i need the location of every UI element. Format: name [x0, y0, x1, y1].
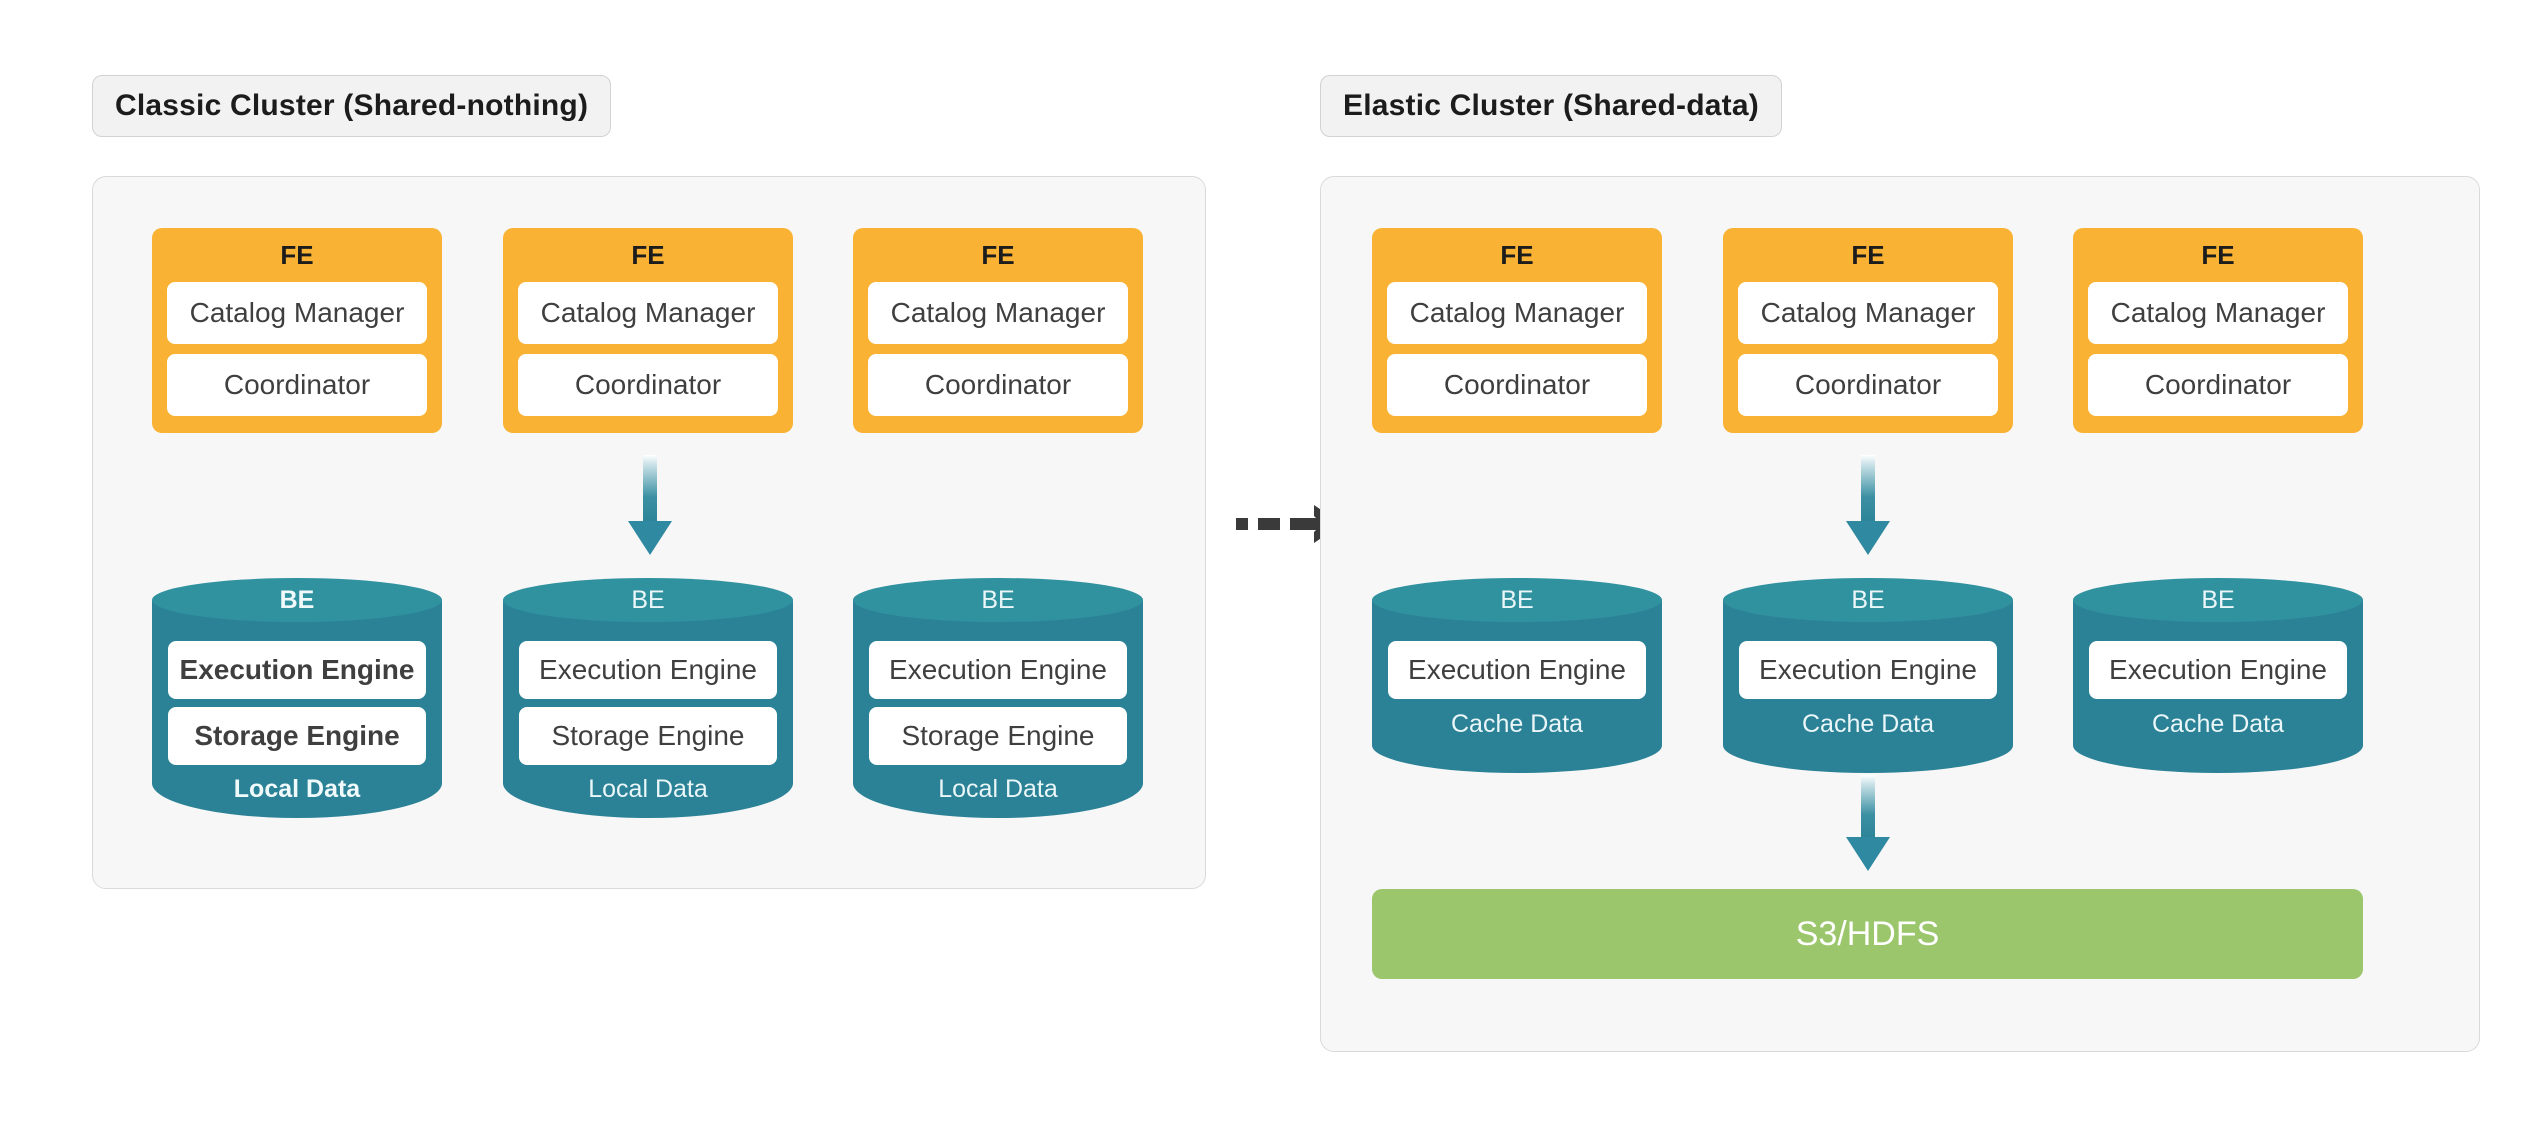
fe-node-2-coordinator: Coordinator: [518, 354, 778, 416]
fe-node-2-title: FE: [631, 240, 665, 270]
elastic-fe-node-3[interactable]: FE Catalog Manager Coordinator: [2073, 228, 2363, 433]
be-node-3-top-ellipse: [853, 578, 1143, 622]
arrow-down-icon-fe2-to-be2: [620, 455, 680, 557]
elastic-fe-node-2[interactable]: FE Catalog Manager Coordinator: [1723, 228, 2013, 433]
elastic-be-node-3-execution-engine: Execution Engine: [2089, 641, 2347, 699]
fe-node-1-title: FE: [280, 240, 314, 270]
elastic-be-node-3[interactable]: BE Execution Engine Cache Data: [2073, 578, 2363, 773]
elastic-be-node-2-top-ellipse: [1723, 578, 2013, 622]
cluster-classic: Classic Cluster (Shared-nothing) FE Cata…: [0, 0, 1240, 1138]
fe-node-2[interactable]: FE Catalog Manager Coordinator: [503, 228, 793, 433]
elastic-fe-node-2-coordinator: Coordinator: [1738, 354, 1998, 416]
elastic-fe-node-2-title: FE: [1851, 240, 1885, 270]
be-node-3-storage-engine: Storage Engine: [869, 707, 1127, 765]
elastic-be-node-1[interactable]: BE Execution Engine Cache Data: [1372, 578, 1662, 773]
fe-node-3[interactable]: FE Catalog Manager Coordinator: [853, 228, 1143, 433]
be-node-2-top-ellipse: [503, 578, 793, 622]
cluster-elastic: Elastic Cluster (Shared-data) FE Catalog…: [1260, 0, 2524, 1138]
be-node-3[interactable]: BE Execution Engine Storage Engine Local…: [853, 578, 1143, 818]
fe-node-3-catalog-manager: Catalog Manager: [868, 282, 1128, 344]
elastic-be-node-1-title: BE: [1500, 586, 1534, 614]
fe-node-3-title: FE: [981, 240, 1015, 270]
be-node-3-execution-engine: Execution Engine: [869, 641, 1127, 699]
elastic-be-node-2-title: BE: [1851, 586, 1885, 614]
elastic-be-node-1-top-ellipse: [1372, 578, 1662, 622]
be-node-2[interactable]: BE Execution Engine Storage Engine Local…: [503, 578, 793, 818]
elastic-fe-node-1-title: FE: [1500, 240, 1534, 270]
elastic-fe-node-1-coordinator: Coordinator: [1387, 354, 1647, 416]
elastic-be-node-3-footer: Cache Data: [2151, 710, 2285, 738]
cluster-classic-title: Classic Cluster (Shared-nothing): [92, 75, 612, 137]
elastic-fe-node-3-coordinator: Coordinator: [2088, 354, 2348, 416]
fe-node-1-coordinator: Coordinator: [167, 354, 427, 416]
be-node-1-footer: Local Data: [233, 775, 361, 803]
be-node-1-top-ellipse: [152, 578, 442, 622]
elastic-be-node-3-top-ellipse: [2073, 578, 2363, 622]
elastic-arrow-down-icon-fe2-to-be2: [1838, 455, 1898, 557]
elastic-fe-node-1[interactable]: FE Catalog Manager Coordinator: [1372, 228, 1662, 433]
cluster-elastic-title: Elastic Cluster (Shared-data): [1320, 75, 1782, 137]
be-node-2-storage-engine: Storage Engine: [519, 707, 777, 765]
be-node-1-storage-engine: Storage Engine: [168, 707, 426, 765]
elastic-fe-node-2-catalog-manager: Catalog Manager: [1738, 282, 1998, 344]
be-node-1-execution-engine: Execution Engine: [168, 641, 426, 699]
be-node-2-title: BE: [631, 586, 665, 614]
be-node-3-footer: Local Data: [938, 775, 1058, 803]
shared-storage-s3-hdfs[interactable]: S3/HDFS: [1372, 889, 2363, 979]
be-node-1[interactable]: BE Execution Engine Storage Engine Local…: [152, 578, 442, 818]
elastic-be-node-1-footer: Cache Data: [1450, 710, 1584, 738]
be-node-2-execution-engine: Execution Engine: [519, 641, 777, 699]
be-node-3-title: BE: [981, 586, 1015, 614]
elastic-be-node-2-execution-engine: Execution Engine: [1739, 641, 1997, 699]
be-node-1-title: BE: [279, 586, 315, 614]
be-node-2-footer: Local Data: [588, 775, 708, 803]
elastic-arrow-down-icon-be2-to-storage: [1838, 775, 1898, 873]
fe-node-3-coordinator: Coordinator: [868, 354, 1128, 416]
fe-node-1[interactable]: FE Catalog Manager Coordinator: [152, 228, 442, 433]
elastic-be-node-2-footer: Cache Data: [1801, 710, 1935, 738]
elastic-fe-node-1-catalog-manager: Catalog Manager: [1387, 282, 1647, 344]
elastic-be-node-2[interactable]: BE Execution Engine Cache Data: [1723, 578, 2013, 773]
fe-node-2-catalog-manager: Catalog Manager: [518, 282, 778, 344]
fe-node-1-catalog-manager: Catalog Manager: [167, 282, 427, 344]
elastic-fe-node-3-catalog-manager: Catalog Manager: [2088, 282, 2348, 344]
elastic-be-node-1-execution-engine: Execution Engine: [1388, 641, 1646, 699]
elastic-fe-node-3-title: FE: [2201, 240, 2235, 270]
elastic-be-node-3-title: BE: [2201, 586, 2235, 614]
